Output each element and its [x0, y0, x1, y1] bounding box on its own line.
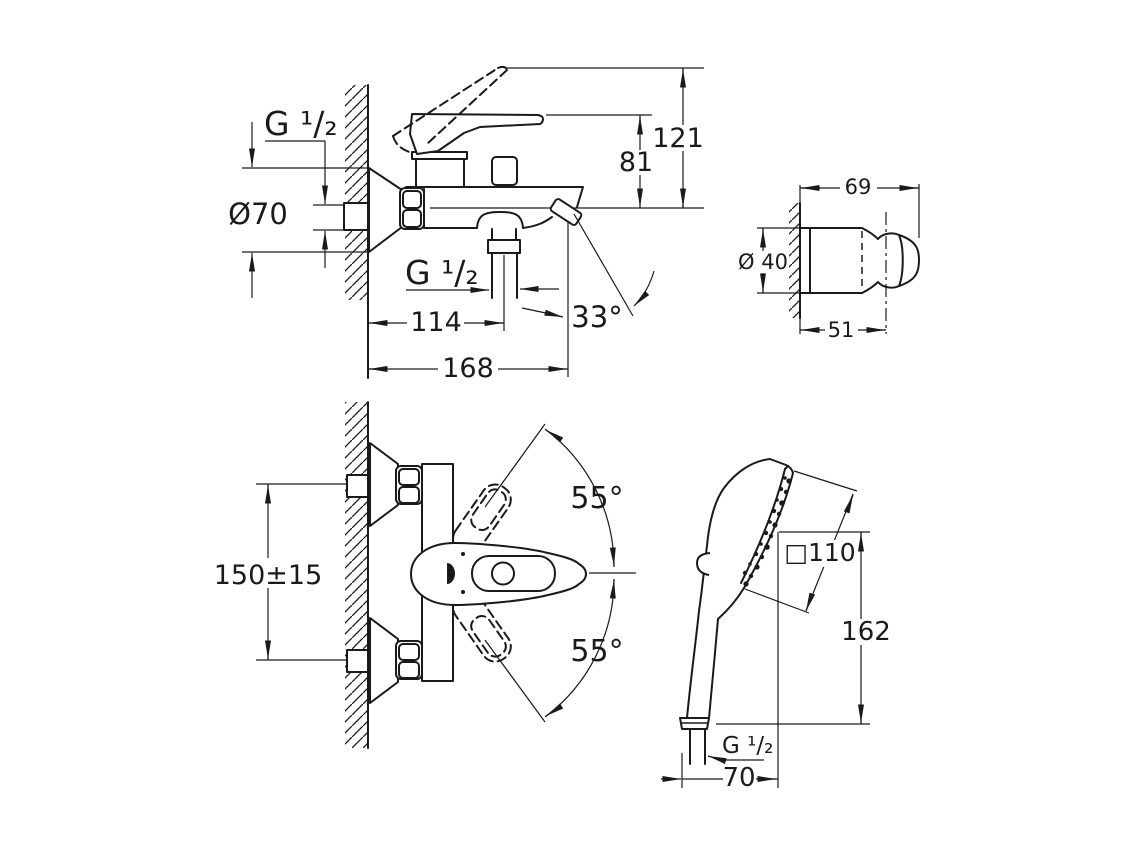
- dim-escutcheon-dia: Ø70: [228, 197, 288, 231]
- dim-inlet-thread: G ¹/₂: [264, 104, 338, 143]
- thread-nipple: [689, 728, 706, 765]
- mixer-side-labels: 121 81 G ¹/₂ Ø70 G ¹/₂ 114 168 33°: [228, 104, 704, 384]
- dim-head-size: □110: [784, 538, 855, 567]
- wall-hatch: [789, 203, 800, 318]
- holder-side-view: 69 Ø 40 51: [738, 175, 920, 342]
- wall-hatch: [345, 402, 368, 748]
- dim-depth-outlet: 114: [410, 307, 462, 338]
- dim-holder-dia: Ø 40: [738, 250, 788, 274]
- mixer-side-view: 121 81 G ¹/₂ Ø70 G ¹/₂ 114 168 33°: [228, 65, 704, 384]
- mounting-square-top: [346, 474, 369, 498]
- holder-plate: [799, 227, 811, 294]
- screw-dot-top: [461, 552, 465, 556]
- dim-height-body: 81: [619, 147, 653, 178]
- cartridge-cap: [411, 151, 468, 160]
- aerator: [549, 198, 583, 226]
- dim-angle-up: 55°: [570, 481, 623, 516]
- dim-connection-distance: 150±15: [214, 560, 323, 591]
- union-nut: [399, 187, 425, 230]
- lever-swung-down-dashed: [452, 591, 512, 663]
- lever-swung-up-dashed: [452, 483, 512, 555]
- dim-height-total: 121: [652, 123, 704, 154]
- hand-shower-view: □110 162 G ¹/₂ 70: [661, 458, 891, 793]
- dim-holder-hook: 51: [828, 318, 855, 342]
- dim-spout-angle: 33°: [571, 300, 622, 334]
- dim-outlet-thread: G ¹/₂: [405, 253, 479, 292]
- diverter-knob: [491, 156, 518, 186]
- lever-handle-raised-dashed: [392, 65, 508, 154]
- escutcheon-top: [369, 442, 399, 527]
- hand-shower-outline: [679, 458, 794, 765]
- screw-dot-bottom: [461, 590, 465, 594]
- lever-handle: [409, 113, 544, 155]
- hose-nut: [487, 239, 521, 254]
- mounting-square-bottom: [346, 649, 369, 673]
- spray-button: [696, 552, 711, 576]
- holder-labels: 69 Ø 40 51: [738, 175, 877, 342]
- shower-outlet-pipe: [491, 252, 518, 299]
- mounting-square: [343, 202, 369, 231]
- holder-body: [809, 227, 920, 294]
- dim-length: 162: [841, 617, 891, 647]
- swing-angle-dimensions: [484, 423, 636, 723]
- spout-angle-line: [573, 213, 634, 317]
- hand-shower-labels: □110 162 G ¹/₂ 70: [722, 538, 891, 793]
- mixer-body: [405, 186, 584, 299]
- spray-nozzles: [742, 476, 792, 587]
- temp-marker: [447, 563, 455, 584]
- wall-hatch: [345, 85, 368, 300]
- dim-thread: G ¹/₂: [722, 733, 773, 759]
- union-nut-top: [395, 465, 423, 505]
- escutcheon-bottom: [369, 617, 399, 704]
- mixer-front-view: 150±15 55° 55°: [214, 401, 636, 749]
- dim-width: 70: [722, 763, 755, 793]
- dim-holder-depth: 69: [845, 175, 872, 199]
- cartridge-column: [415, 158, 465, 188]
- holder-cup-face: [898, 234, 904, 287]
- escutcheon-cone: [368, 167, 403, 253]
- dim-depth-total: 168: [442, 353, 494, 384]
- lever-end-circle: [491, 561, 515, 586]
- dim-angle-down: 55°: [570, 634, 623, 669]
- union-nut-bottom: [395, 640, 423, 680]
- mixer-front-labels: 150±15 55° 55°: [214, 481, 624, 669]
